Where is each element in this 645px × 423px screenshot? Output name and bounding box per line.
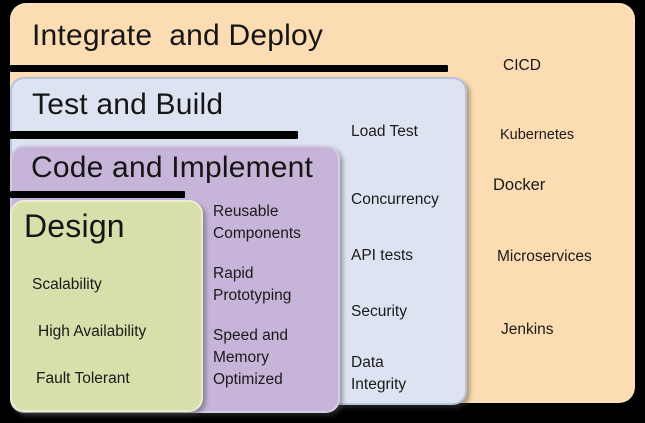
test-item-api-tests: API tests — [351, 247, 414, 264]
layer-design-box — [10, 200, 203, 412]
test-item-data-integrity: Data Integrity — [351, 354, 407, 393]
layer-title-code-implement: Code and Implement — [31, 151, 314, 184]
design-item-scalability: Scalability — [32, 276, 102, 293]
test-item-security: Security — [351, 303, 407, 320]
integrate-item-jenkins: Jenkins — [501, 321, 554, 338]
code-item-reusable-components: Reusable Components — [213, 203, 301, 242]
test-build-underline — [10, 131, 298, 139]
code-item-rapid-prototyping: Rapid Prototyping — [213, 265, 292, 304]
integrate-item-microservices: Microservices — [497, 248, 592, 265]
code-implement-underline — [10, 191, 185, 198]
integrate-item-kubernetes: Kubernetes — [500, 127, 575, 143]
layer-title-design: Design — [24, 208, 125, 244]
test-item-concurrency: Concurrency — [351, 191, 439, 208]
layer-title-test-build: Test and Build — [32, 88, 224, 121]
design-item-high-availability: High Availability — [38, 323, 147, 340]
test-item-load-test: Load Test — [351, 123, 418, 140]
design-item-fault-tolerant: Fault Tolerant — [36, 370, 130, 387]
layer-title-integrate-deploy: Integrate and Deploy — [32, 19, 324, 52]
integrate-item-cicd: CICD — [503, 57, 541, 74]
integrate-deploy-underline — [10, 65, 448, 72]
code-item-speed-memory-optimized: Speed and Memory Optimized — [213, 327, 288, 388]
integrate-item-docker: Docker — [493, 176, 546, 194]
